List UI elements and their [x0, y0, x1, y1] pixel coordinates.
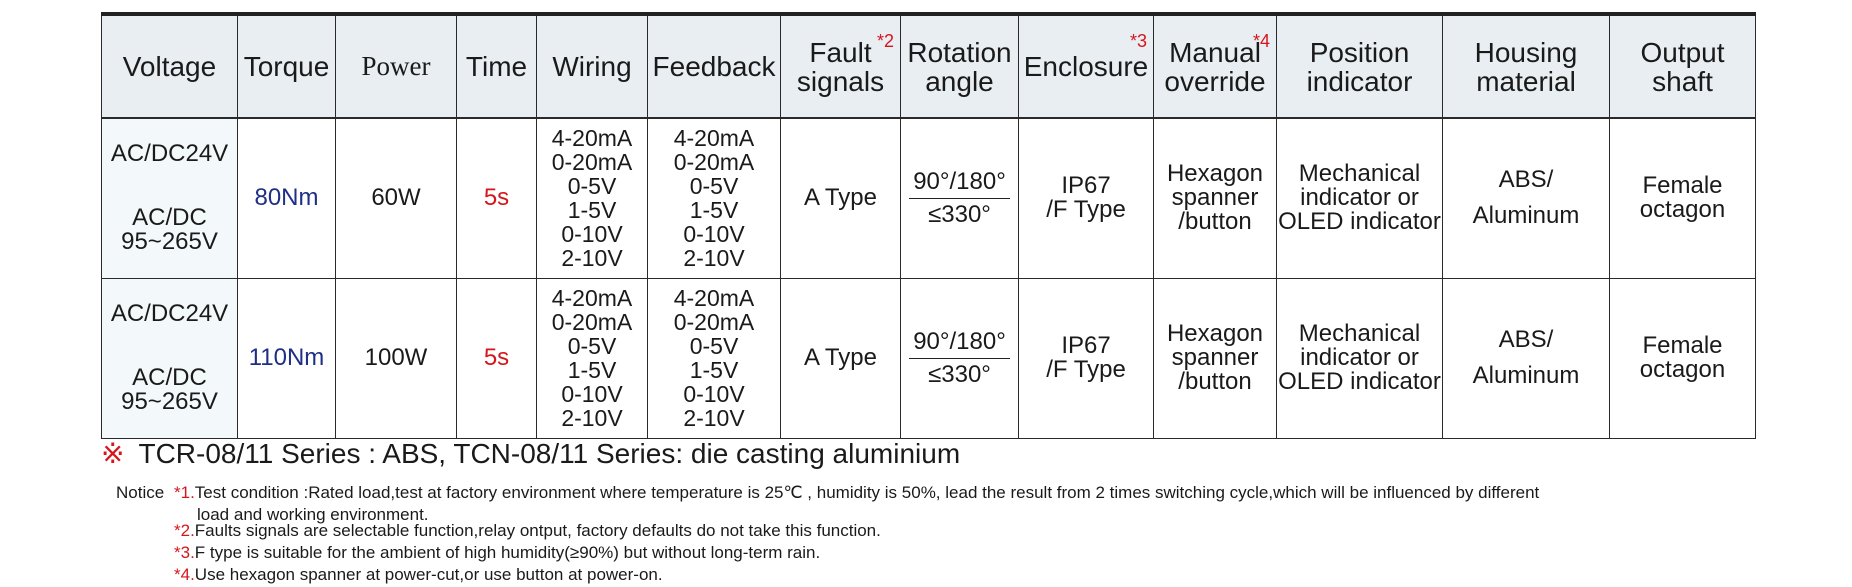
time-cell: 5s — [456, 118, 537, 278]
enclosure-cell: IP67/F Type — [1018, 277, 1154, 439]
fault-signals-cell: A Type — [780, 277, 901, 439]
housing-material-cell: ABS/Aluminum — [1442, 277, 1610, 439]
notice-label: Notice — [116, 483, 165, 502]
power-cell: 60W — [335, 118, 457, 278]
series-note: ※ TCR-08/11 Series : ABS, TCN-08/11 Serie… — [101, 438, 960, 470]
reference-mark-icon: ※ — [101, 438, 125, 469]
header-voltage: Voltage — [101, 12, 238, 119]
rotation-angle-cell: 90°/180°≤330° — [900, 118, 1019, 278]
header-torque: Torque — [237, 12, 336, 119]
fault-signals-cell: A Type — [780, 118, 901, 278]
footnote-mark-4: *4 — [1252, 31, 1270, 51]
header-power: Power — [335, 12, 457, 119]
notice-item-1: *1.Test condition :Rated load,test at fa… — [174, 483, 1540, 502]
power-cell: 100W — [335, 277, 457, 439]
header-feedback: Feedback — [647, 12, 781, 119]
notice-item-4: *4.Use hexagon spanner at power-cut,or u… — [174, 565, 663, 584]
footnote-mark-2: *2 — [876, 31, 894, 51]
torque-cell: 110Nm — [237, 277, 336, 439]
time-cell: 5s — [456, 277, 537, 439]
header-wiring: Wiring — [536, 12, 648, 119]
rotation-angle-cell: 90°/180°≤330° — [900, 277, 1019, 439]
enclosure-cell: IP67/F Type — [1018, 118, 1154, 278]
footnote-mark-3: *3 — [1129, 31, 1147, 51]
header-row: Voltage Torque Power Time Wiring Feedbac… — [101, 12, 1756, 119]
spec-table: Voltage Torque Power Time Wiring Feedbac… — [101, 12, 1756, 439]
series-note-text: TCR-08/11 Series : ABS, TCN-08/11 Series… — [138, 438, 961, 469]
notice-item-2: *2.Faults signals are selectable functio… — [174, 521, 881, 540]
notice-item-1-continued: load and working environment. — [197, 505, 429, 524]
notice-item-3: *3.F type is suitable for the ambient of… — [174, 543, 821, 562]
torque-cell: 80Nm — [237, 118, 336, 278]
header-enclosure: *3 Enclosure — [1018, 12, 1154, 119]
housing-material-cell: ABS/Aluminum — [1442, 118, 1610, 278]
header-time: Time — [456, 12, 537, 119]
